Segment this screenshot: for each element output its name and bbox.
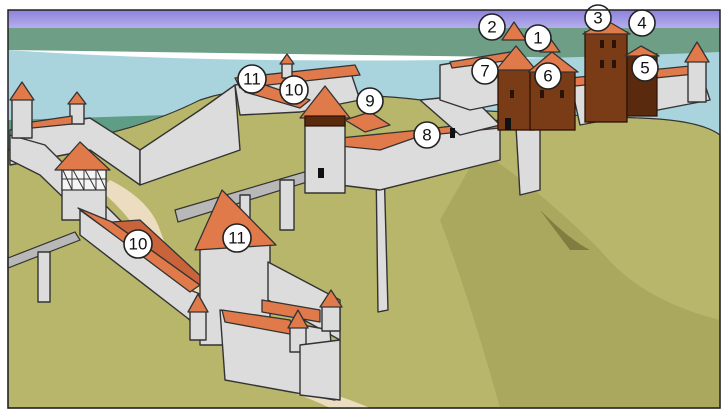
tower-left-2-roof <box>67 91 87 105</box>
label-8: 8 <box>413 121 441 149</box>
label-9-text: 9 <box>365 92 374 111</box>
label-7: 7 <box>471 57 499 85</box>
label-11-upper: 11 <box>237 64 267 94</box>
label-10-upper: 10 <box>279 75 309 105</box>
tower-upper-small-roof <box>279 53 295 65</box>
label-5-text: 5 <box>640 59 649 78</box>
tower-far-right-roof <box>684 41 710 63</box>
tower-lower-small-3-roof <box>319 289 343 308</box>
tower-far-left-roof <box>9 81 35 101</box>
label-2: 2 <box>478 13 506 41</box>
label-10-lower: 10 <box>123 229 153 259</box>
tower-9 <box>304 117 346 194</box>
keep-2-roof <box>501 21 527 41</box>
label-11-lower-text: 11 <box>228 229 246 248</box>
tower-far-left <box>11 97 33 139</box>
tower-lower-small-1 <box>189 309 207 341</box>
label-8-text: 8 <box>422 126 431 145</box>
tower-lower-small-2-roof <box>287 309 309 329</box>
label-3-text: 3 <box>593 9 602 28</box>
label-11-lower: 11 <box>222 223 252 253</box>
label-10-upper-text: 10 <box>285 81 304 100</box>
tower-far-right <box>687 59 707 103</box>
barbican-roof-2 <box>261 299 321 323</box>
label-11-upper-text: 11 <box>243 70 261 89</box>
label-9: 9 <box>356 87 384 115</box>
left-wall-roof <box>31 115 73 129</box>
tower-9-door <box>318 168 324 178</box>
label-2-text: 2 <box>487 18 496 37</box>
frame <box>7 9 721 409</box>
tower-lower-small-1-roof <box>187 293 209 313</box>
label-4: 4 <box>628 9 656 37</box>
label-4-text: 4 <box>637 14 646 33</box>
keep-7-roof <box>495 45 537 71</box>
hill-shadow-2 <box>540 210 590 250</box>
label-7-text: 7 <box>480 62 489 81</box>
inner-door <box>450 128 455 138</box>
hill-shadow <box>440 150 720 408</box>
label-1: 1 <box>524 24 552 52</box>
tower-lower-small-3 <box>321 304 341 332</box>
building-9-roof <box>344 111 391 133</box>
left-bridge-pier <box>37 251 51 303</box>
label-1-text: 1 <box>533 29 542 48</box>
label-10-lower-text: 10 <box>129 235 148 254</box>
timber-beams <box>61 167 107 191</box>
central-bridge-pier-1 <box>279 179 295 231</box>
tower-9-band <box>304 115 346 127</box>
label-3: 3 <box>584 4 612 32</box>
label-6: 6 <box>534 62 562 90</box>
keep-door <box>505 118 511 130</box>
barbican-front <box>299 339 341 401</box>
label-5: 5 <box>631 54 659 82</box>
upper-bailey-wall <box>139 84 241 186</box>
keep-7 <box>497 67 535 131</box>
timber-tower-roof <box>54 141 111 171</box>
keep-3 <box>584 31 628 123</box>
label-6-text: 6 <box>543 67 552 86</box>
